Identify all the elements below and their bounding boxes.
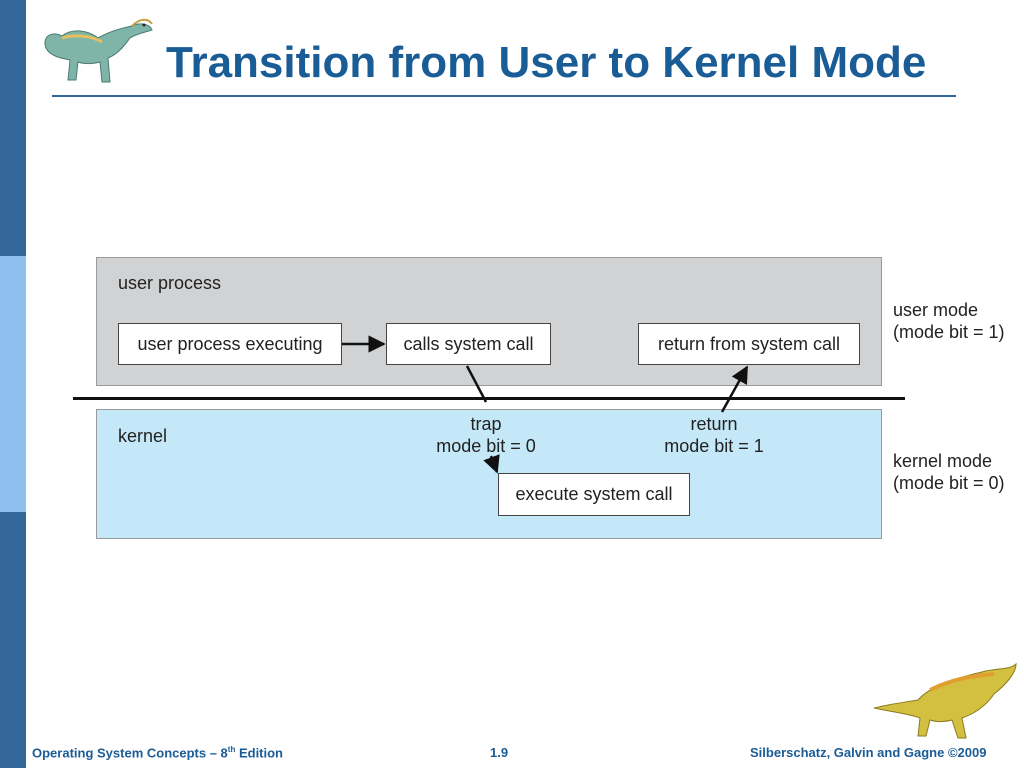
footer-book-title-prefix: Operating System Concepts – 8	[32, 745, 228, 761]
return-from-system-call-box: return from system call	[638, 323, 860, 365]
page-title: Transition from User to Kernel Mode	[166, 38, 927, 87]
trap-label: trap mode bit = 0	[430, 413, 542, 457]
footer-authors: Silberschatz, Galvin and Gagne ©2009	[750, 745, 987, 760]
kernel-label: kernel	[118, 426, 168, 446]
user-mode-label-line1: user mode	[893, 300, 979, 320]
trap-label-line2: mode bit = 0	[436, 436, 536, 456]
dinosaur-illustration-icon	[873, 662, 1017, 739]
footer-book-title-suffix: Edition	[235, 745, 284, 761]
kernel-mode-label-line2: (mode bit = 0)	[893, 473, 1005, 493]
calls-system-call-box: calls system call	[386, 323, 551, 365]
footer-book-title-sup: th	[227, 745, 236, 754]
kernel-mode-side-label: kernel mode (mode bit = 0)	[893, 450, 1005, 494]
return-label-line1: return	[690, 414, 738, 434]
kernel-mode-label-line1: kernel mode	[893, 451, 993, 471]
trap-label-line1: trap	[470, 414, 502, 434]
return-label-line2: mode bit = 1	[664, 436, 764, 456]
user-mode-side-label: user mode (mode bit = 1)	[893, 299, 1005, 343]
user-mode-label-line2: (mode bit = 1)	[893, 322, 1005, 342]
user-process-executing-box: user process executing	[118, 323, 342, 365]
footer-page-number: 1.9	[490, 745, 509, 760]
dinosaur-logo-icon	[44, 18, 153, 83]
mode-divider-line	[73, 397, 905, 400]
title-underline	[52, 95, 956, 97]
footer-book-title: Operating System Concepts – 8th Edition	[32, 745, 283, 760]
sidebar-highlight	[0, 256, 26, 512]
return-label: return mode bit = 1	[658, 413, 770, 457]
kernel-mode-region	[96, 409, 882, 539]
execute-system-call-box: execute system call	[498, 473, 690, 516]
user-process-label: user process	[118, 273, 222, 293]
